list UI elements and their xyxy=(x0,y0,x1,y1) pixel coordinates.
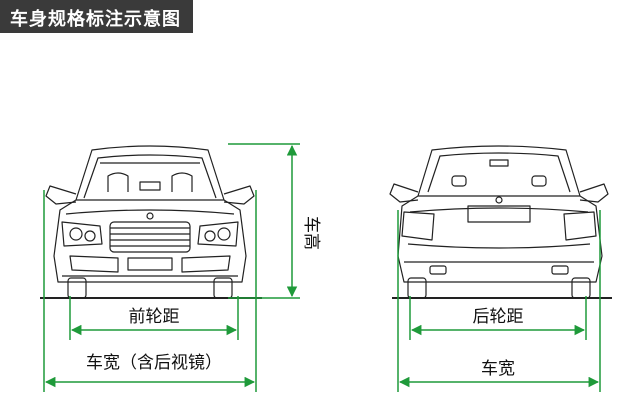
dimension-lines xyxy=(43,143,601,392)
height-label: 车高 xyxy=(301,216,321,250)
front-track-label: 前轮距 xyxy=(129,307,180,327)
front-view-car xyxy=(40,145,262,299)
width-label: 车宽 xyxy=(481,359,515,379)
header-title: 车身规格标注示意图 xyxy=(10,9,181,30)
rear-view-car xyxy=(389,145,612,299)
labels: 车高 前轮距 车宽（含后视镜） 后轮距 车宽 xyxy=(68,212,524,379)
rear-track-label: 后轮距 xyxy=(473,307,524,327)
width-with-mirrors-label: 车宽（含后视镜） xyxy=(86,353,222,373)
header-bar: 车身规格标注示意图 xyxy=(0,0,193,33)
